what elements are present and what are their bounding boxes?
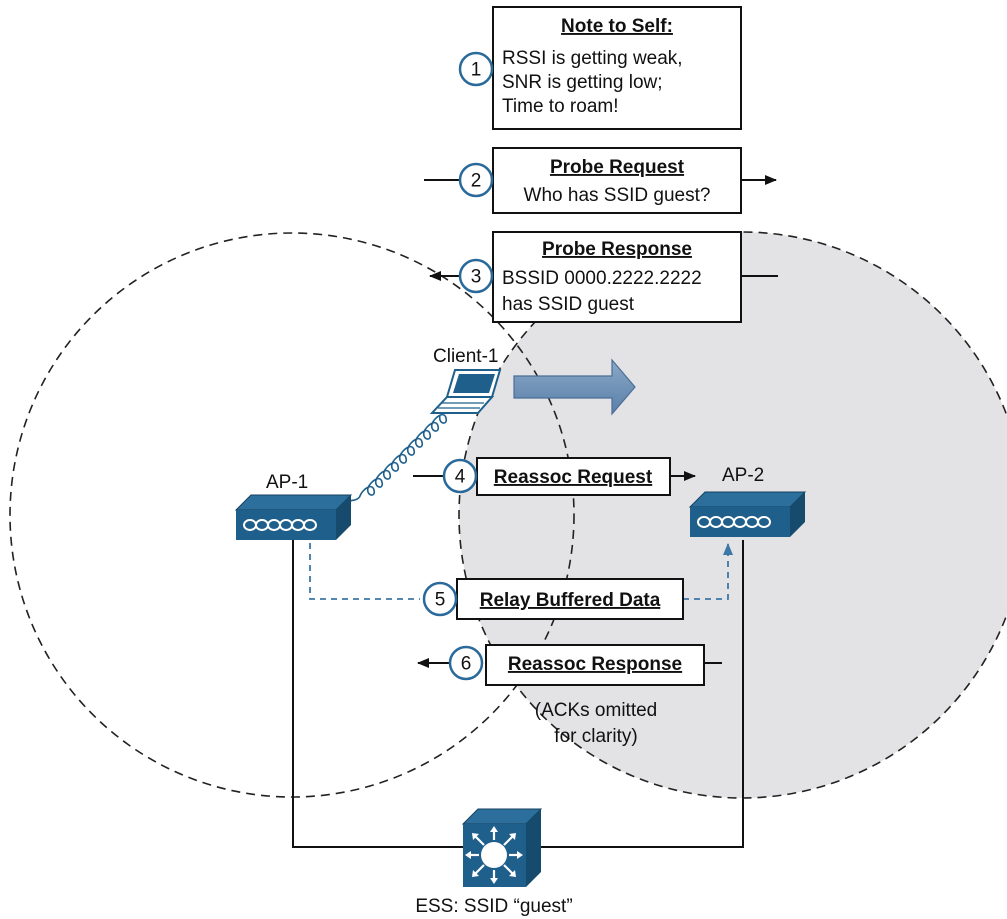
wired-distribution-links [292,540,744,848]
move-arrow-icon [513,358,636,416]
step-number-3-text: 3 [471,267,482,288]
reassoc-request-box [476,457,671,496]
client-1-label: Client-1 [433,346,498,367]
step-number-6 [448,645,484,681]
step-1-line-2: SNR is getting low; [502,72,663,93]
step-number-2 [458,162,494,198]
step-number-1-text: 1 [471,60,482,81]
step-5-relay-buffered-data: 5 Relay Buffered Data [422,578,684,620]
probe-request-title: Probe Request [550,157,685,178]
reassoc-response-title: Reassoc Response [508,654,682,675]
multilayer-switch-icon [461,808,543,887]
step-number-5 [422,581,458,617]
probe-response-line-1: BSSID 0000.2222.2222 [502,268,702,289]
relay-box [456,578,684,620]
step-number-5-text: 5 [435,590,446,611]
note-box [492,6,742,130]
ack-note-line-2: for clarity) [554,726,637,747]
step-2-probe-request: 2 Probe Request Who has SSID guest? [424,147,777,214]
ess-label: ESS: SSID “guest” [415,896,572,917]
step-1-line-3: Time to roam! [502,96,619,117]
ap-1-label: AP-1 [266,472,308,493]
step-number-4-text: 4 [455,467,466,488]
step-6-reassoc-response: 6 Reassoc Response [417,644,722,686]
step-number-4 [442,458,478,494]
relay-title: Relay Buffered Data [480,590,661,611]
step-number-6-text: 6 [461,654,472,675]
probe-response-title: Probe Response [542,239,692,260]
ack-note-line-1: (ACKs omitted [535,700,657,721]
step-4-reassoc-request: 4 Reassoc Request [413,457,696,496]
probe-request-line: Who has SSID guest? [524,185,711,206]
step-3-probe-response: 3 Probe Response BSSID 0000.2222.2222 ha… [429,231,778,323]
probe-response-line-2: has SSID guest [502,294,635,315]
access-point-icon [234,494,353,540]
reassoc-request-title: Reassoc Request [494,467,653,488]
probe-request-box [492,147,742,214]
step-1-title: Note to Self: [561,16,673,37]
laptop-icon [429,369,502,414]
step-number-3 [458,258,494,294]
step-1-note: 1 Note to Self: RSSI is getting weak, SN… [458,6,742,130]
step-1-line-1: RSSI is getting weak, [502,48,683,69]
ap-2-label: AP-2 [722,465,764,486]
reassoc-response-box [485,644,705,686]
wireless-link [339,413,448,504]
step-number-1 [458,51,494,87]
step-number-2-text: 2 [471,171,482,192]
relay-data-path [309,543,733,600]
probe-response-box [492,231,742,323]
access-point-icon-ap2 [688,491,807,537]
